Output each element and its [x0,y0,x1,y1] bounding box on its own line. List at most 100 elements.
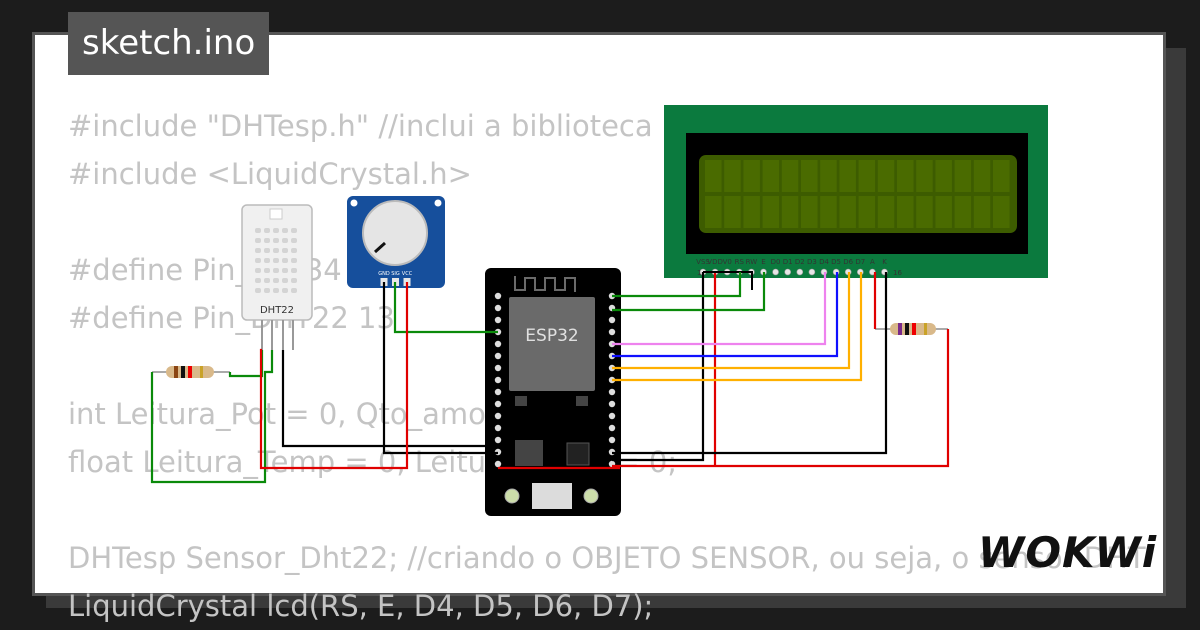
wire-green [612,272,742,298]
grille-slot [291,278,297,283]
lcd-pin-label: D6 [843,258,853,266]
pot-knob[interactable] [362,200,428,266]
grille-slot [273,288,279,293]
boot-button[interactable] [504,488,520,504]
resistor-left[interactable] [152,366,230,378]
lcd-cell [897,196,914,228]
lcd-pin-label: K [882,258,887,266]
wire-green [612,272,766,312]
grille-slot [291,248,297,253]
grille-slot [282,238,288,243]
wokwi-logo: WOKWi [978,528,1158,577]
grille-slot [264,268,270,273]
pot-pin-label: GND [378,271,390,277]
reset-button[interactable] [583,488,599,504]
dht22-grille [255,208,297,293]
esp32-module [509,297,595,391]
lcd-pin-label: A [870,258,875,266]
wifi-antenna [514,276,576,292]
grille-slot [264,238,270,243]
code-line: LiquidCrystal lcd(RS, E, D4, D5, D6, D7)… [68,589,654,623]
esp-pin [494,460,502,468]
esp-pin [494,388,502,396]
esp-pin [608,424,616,432]
lcd-pin-label: RS [735,258,745,266]
wire-red [259,282,409,470]
grille-slot [273,258,279,263]
file-tab[interactable]: sketch.ino [68,12,270,75]
grille-slot [255,278,261,283]
lcd-cell [801,196,818,228]
lcd-cell [935,196,952,228]
grille-slot [255,268,261,273]
lcd-pin-label: D4 [819,258,829,266]
lcd-cell [973,196,991,228]
wire-red [612,329,950,468]
lcd-cell [743,196,760,228]
wire-green [393,282,498,334]
lcd-pin-label: D7 [855,258,865,266]
lcd-cell [858,160,876,192]
lcd-cell [993,196,1010,228]
lcd-cell [762,160,780,192]
lcd-pin-label: V0 [723,258,732,266]
esp-pin [494,304,502,312]
lcd-cell [781,196,799,228]
grille-slot [291,288,297,293]
pot-indicator [373,241,387,254]
lcd-cell [724,160,741,192]
lcd-cell [781,160,799,192]
grille-slot [282,268,288,273]
esp32-label: ESP32 [525,326,578,346]
lcd-cell [916,196,933,228]
lcd-cell [839,196,856,228]
esp-pin [608,436,616,444]
wire-green [228,350,264,378]
usb-port[interactable] [532,483,572,509]
esp-pin [494,424,502,432]
lcd-cell [954,196,972,228]
wire-black [281,350,498,448]
esp-pin [494,412,502,420]
grille-slot [255,248,261,253]
esp-pin [608,388,616,396]
lcd-cell [897,160,914,192]
dht22-sensor[interactable]: DHT22 [241,204,313,350]
wire-black [703,271,753,290]
lcd-pin-label: D2 [795,258,805,266]
lcd-cell [820,196,837,228]
grille-slot [282,258,288,263]
grille-slot [264,258,270,263]
grille-slot [282,248,288,253]
esp-pin [494,364,502,372]
lcd-cell [993,160,1010,192]
esp-pin [494,400,502,408]
esp32-board[interactable]: ESP32 [485,268,621,516]
lcd-pin-label: D5 [831,258,841,266]
esp-pin [494,376,502,384]
lcd-cell [820,160,837,192]
code-line: #include <LiquidCrystal.h> [68,157,472,191]
grille-slot [291,268,297,273]
lcd-cell [916,160,933,192]
lcd-cell [973,160,991,192]
grille-slot [273,228,279,233]
grille-slot [282,228,288,233]
grille-slot [255,258,261,263]
grille-slot [291,238,297,243]
grille-slot [282,278,288,283]
lcd-cell [705,196,722,228]
wire-gold [612,272,863,382]
lcd-cell [839,160,856,192]
pot-pin-label: VCC [402,271,413,277]
lcd-cell [954,160,972,192]
wire-black [382,282,498,455]
grille-slot [273,238,279,243]
resistor-right[interactable] [875,323,948,335]
lcd-cell [801,160,818,192]
grille-slot [264,278,270,283]
grille-slot [273,248,279,253]
